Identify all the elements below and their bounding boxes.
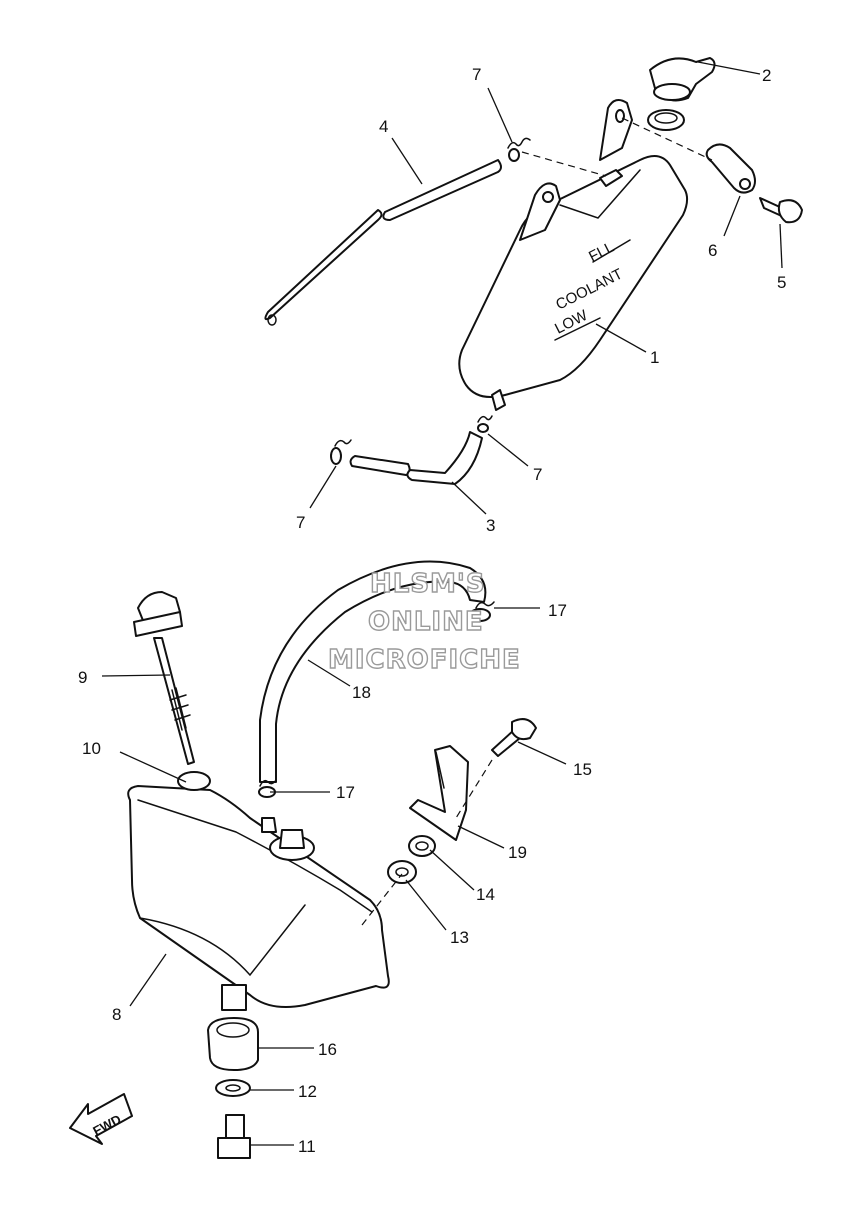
hose-clip-outlet [477, 415, 493, 433]
hose-clamp [705, 143, 756, 194]
watermark-line-1: HLSM'S [370, 569, 486, 599]
callout-16: 16 [318, 1040, 337, 1059]
reservoir-cap [649, 57, 716, 102]
washer [215, 1079, 251, 1097]
callout-4: 4 [379, 117, 388, 136]
callout-2: 2 [762, 66, 771, 85]
callout-18: 18 [352, 683, 371, 702]
callout-19: 19 [508, 843, 527, 862]
collar [387, 860, 417, 884]
leader-lines [101, 61, 783, 1146]
callout-numbers: 2 7 4 6 5 1 7 7 3 17 9 18 10 15 17 19 14… [78, 65, 786, 1156]
lower-reservoir-tank [127, 785, 390, 1011]
hose-clip-17-lower [258, 779, 277, 798]
drain-plug [207, 1017, 259, 1071]
callout-7-upper: 7 [472, 65, 481, 84]
callout-9: 9 [78, 668, 87, 687]
callout-17-lower: 17 [336, 783, 355, 802]
callout-13: 13 [450, 928, 469, 947]
o-ring [177, 771, 211, 791]
callout-12: 12 [298, 1082, 317, 1101]
outlet-hose [349, 431, 483, 485]
callout-15: 15 [573, 760, 592, 779]
fwd-arrow-icon: FWD [69, 1093, 133, 1145]
callout-7-left: 7 [296, 513, 305, 532]
callout-3: 3 [486, 516, 495, 535]
callout-11: 11 [298, 1137, 316, 1156]
bracket-bolt [491, 718, 537, 757]
mounting-bracket [409, 745, 469, 841]
hose-clip-17-upper [469, 601, 495, 622]
assembly-line-grommet [361, 873, 403, 926]
watermark: HLSM'S ONLINE MICROFICHE [327, 568, 521, 675]
breather-hose [264, 159, 502, 326]
callout-5: 5 [777, 273, 786, 292]
watermark-line-2: ONLINE [368, 607, 484, 637]
mounting-bolt [759, 197, 803, 224]
dipstick [133, 591, 195, 765]
callout-14: 14 [476, 885, 495, 904]
callout-8: 8 [112, 1005, 121, 1024]
hose-clip-left [330, 439, 352, 465]
drain-bolt [217, 1114, 251, 1159]
callout-1: 1 [650, 348, 659, 367]
assembly-line-breather [521, 151, 607, 177]
vent-hose [259, 560, 487, 783]
coolant-reservoir-tank: FLL COOLANT LOW [458, 98, 689, 411]
watermark-line-3: MICROFICHE [328, 645, 521, 675]
callout-7-right: 7 [533, 465, 542, 484]
callout-17-upper: 17 [548, 601, 567, 620]
callout-10: 10 [82, 739, 101, 758]
callout-6: 6 [708, 241, 717, 260]
grommet [408, 835, 436, 857]
assembly-line-cap [621, 117, 713, 161]
hose-clip-upper [507, 137, 531, 162]
